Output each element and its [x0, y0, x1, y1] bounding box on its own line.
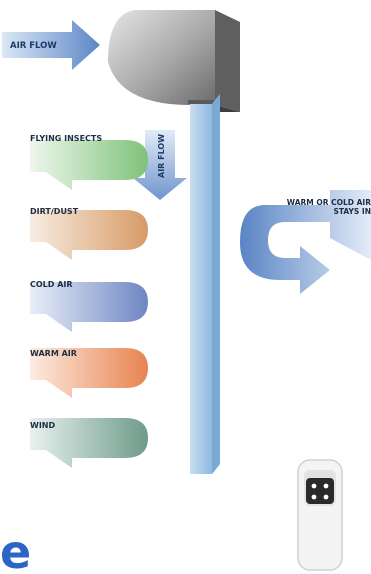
remote-control-icon — [297, 459, 343, 571]
inflow-arrow: AIR FLOW — [2, 20, 100, 70]
wind-arrow: WIND — [30, 418, 148, 468]
corner-letter: e — [0, 525, 31, 574]
air-curtain-stream — [190, 94, 220, 474]
stays-in-arrow: WARM OR COLD AIR STAYS IN — [240, 190, 371, 294]
stays-in-label-line1: WARM OR COLD AIR — [287, 198, 371, 207]
dirt-dust-arrow: DIRT/DUST — [30, 207, 148, 260]
dirt-dust-label: DIRT/DUST — [30, 207, 79, 216]
air-flow-side-label: AIR FLOW — [157, 134, 166, 178]
flying-insects-label: FLYING INSECTS — [30, 134, 102, 143]
cold-air-arrow: COLD AIR — [30, 280, 148, 332]
flying-insects-arrow: FLYING INSECTS — [30, 134, 148, 190]
air-curtain-unit — [108, 10, 240, 112]
stays-in-label-line2: STAYS IN — [333, 207, 371, 216]
air-flow-top-label: AIR FLOW — [10, 41, 57, 51]
side-air-flow-arrow: AIR FLOW — [133, 130, 187, 200]
cold-air-label: COLD AIR — [30, 280, 73, 289]
wind-label: WIND — [30, 421, 55, 430]
warm-air-label: WARM AIR — [30, 349, 77, 358]
warm-air-arrow: WARM AIR — [30, 348, 148, 398]
